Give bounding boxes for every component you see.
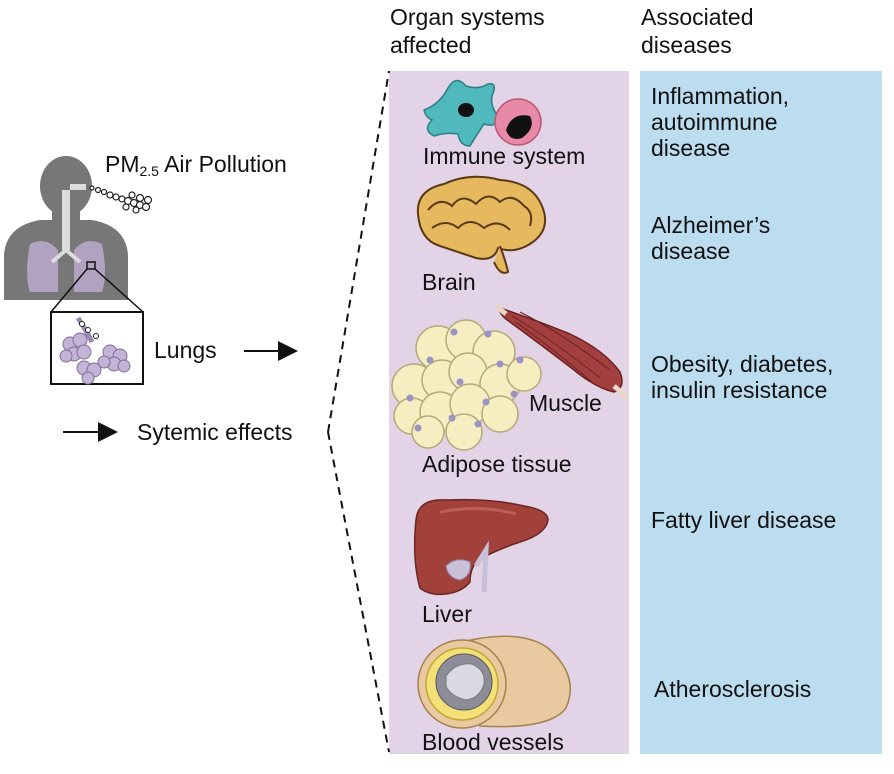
organs-header: Organ systems affected [390, 3, 545, 59]
lungs-label: Lungs [154, 337, 217, 363]
disease-atherosclerosis: Atherosclerosis [654, 676, 811, 702]
pollution-pm: PM [105, 151, 140, 177]
disease-obesity-line2: insulin resistance [651, 377, 828, 403]
organ-label-blood-vessels: Blood vessels [422, 729, 564, 755]
alveoli-icon [59, 316, 131, 385]
disease-obesity-line1: Obesity, diabetes, [651, 351, 834, 377]
pollution-subscript: 2.5 [139, 163, 159, 179]
disease-atherosclerosis-line1: Atherosclerosis [654, 676, 812, 702]
fan-line-top [327, 70, 390, 433]
brain-icon [416, 175, 546, 274]
disease-inflammation-line3: disease [651, 135, 731, 161]
organs-header-line2: affected [390, 32, 472, 58]
disease-alzheimers: Alzheimer’s disease [651, 212, 770, 264]
disease-inflammation-line1: Inflammation, [651, 83, 790, 109]
immune-cells-icon [423, 79, 542, 147]
organ-label-liver: Liver [422, 601, 472, 627]
disease-fatty-liver-line1: Fatty liver disease [651, 507, 837, 533]
particle-stream-icon [89, 185, 153, 214]
liver-icon [413, 498, 549, 596]
human-silhouette-icon [4, 156, 128, 300]
disease-alzheimers-line1: Alzheimer’s [651, 212, 771, 238]
disease-inflammation-line2: autoimmune [651, 109, 778, 135]
organ-label-immune-system: Immune system [423, 143, 586, 169]
associated-diseases-panel [640, 71, 882, 754]
fan-line-bottom [327, 431, 390, 753]
systemic-effects-label: Sytemic effects [137, 419, 293, 445]
zoom-marker [86, 261, 96, 270]
disease-inflammation: Inflammation, autoimmune disease [651, 83, 789, 161]
pollution-label: PM2.5 Air Pollution [105, 151, 287, 179]
diseases-header-line2: diseases [641, 32, 732, 58]
disease-alzheimers-line2: disease [651, 238, 731, 264]
blood-vessel-icon [417, 635, 571, 729]
disease-fatty-liver: Fatty liver disease [651, 507, 836, 533]
pollution-rest: Air Pollution [158, 151, 287, 177]
diseases-header: Associated diseases [641, 3, 754, 59]
adipose-tissue-icon [391, 319, 542, 451]
organ-label-brain: Brain [422, 269, 476, 295]
diseases-header-line1: Associated [641, 4, 754, 30]
organ-label-adipose-tissue: Adipose tissue [422, 451, 572, 477]
disease-obesity: Obesity, diabetes, insulin resistance [651, 351, 833, 403]
muscle-icon [494, 304, 630, 400]
organ-label-muscle: Muscle [529, 390, 602, 416]
organs-header-line1: Organ systems [390, 4, 545, 30]
